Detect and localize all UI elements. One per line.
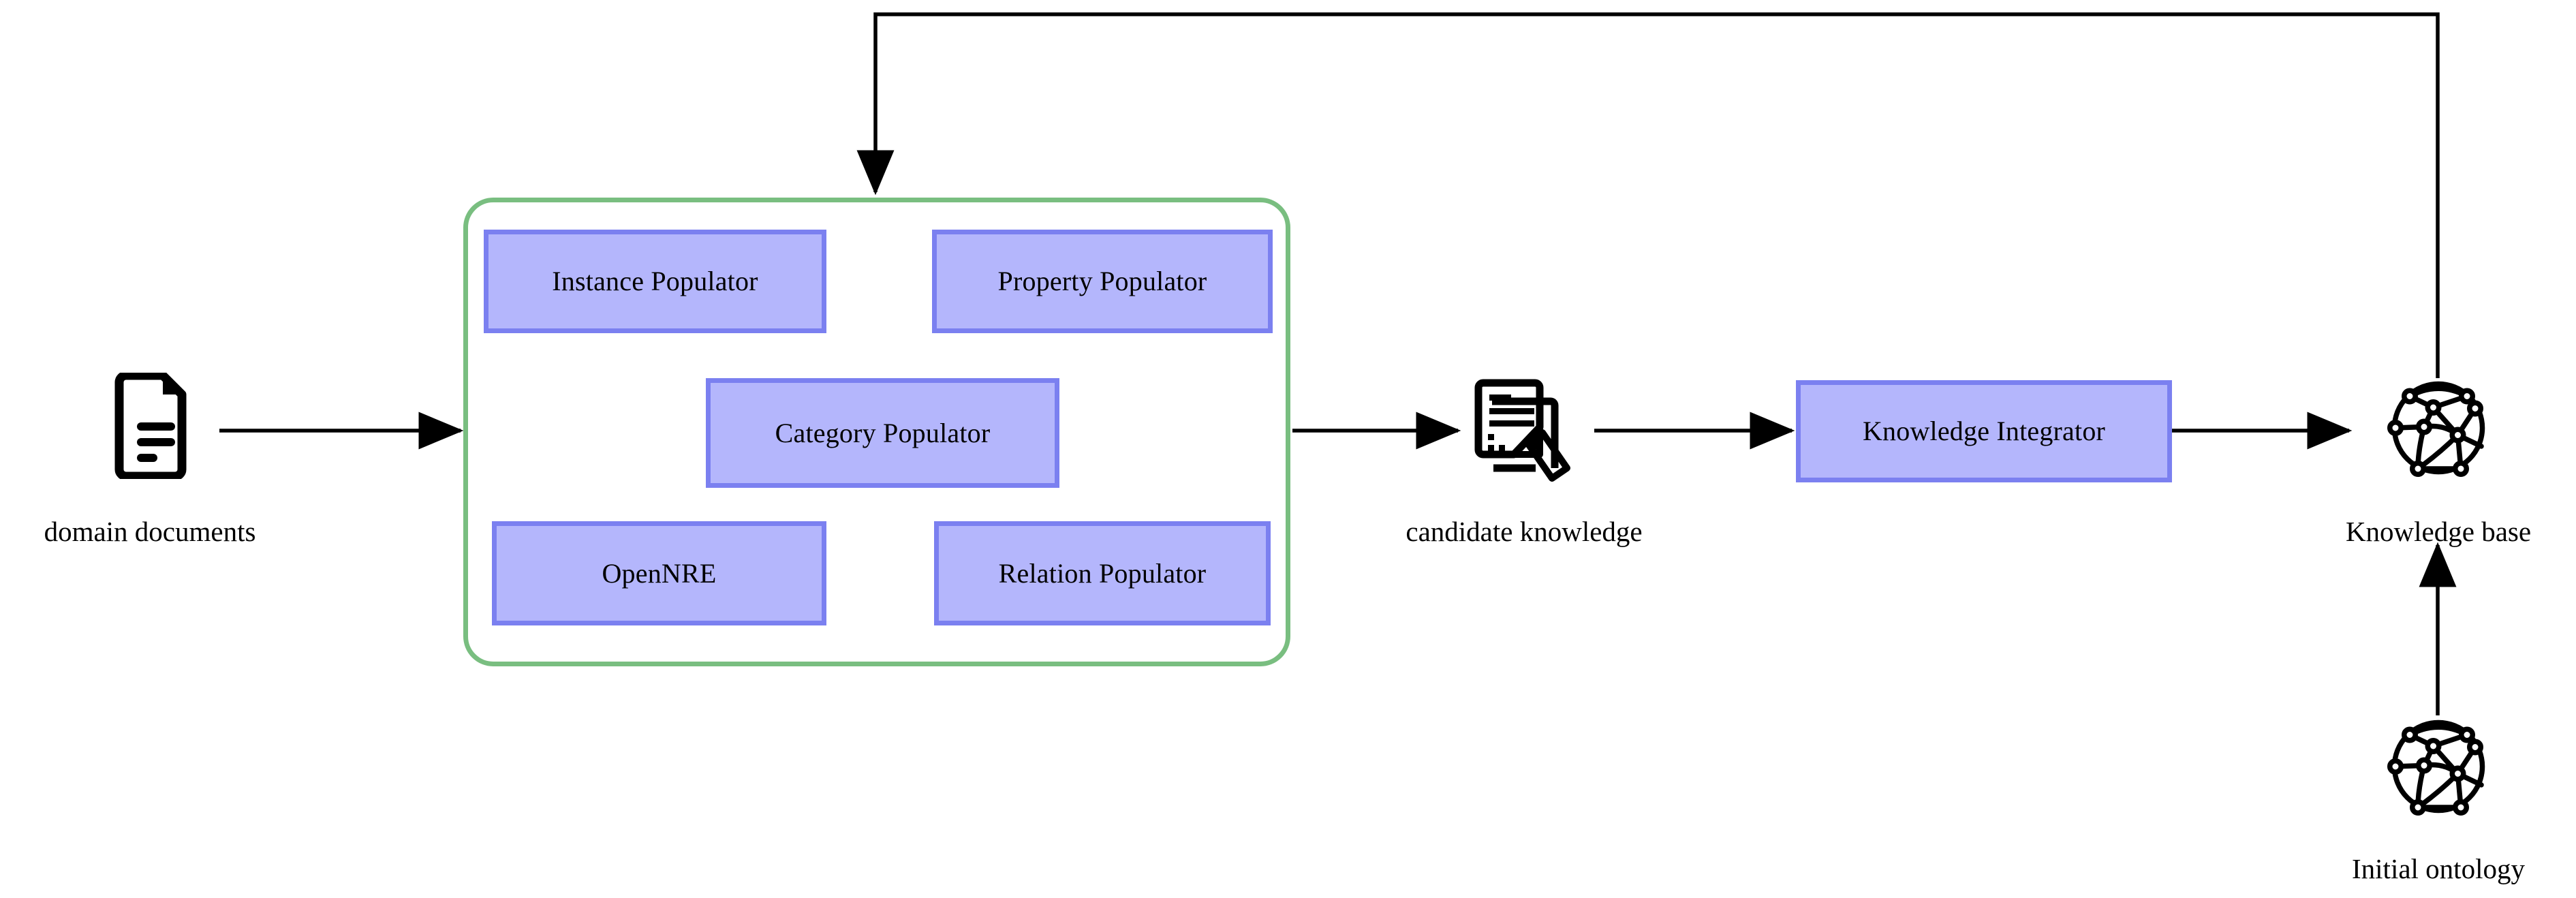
caption-knowledge-base: Knowledge base	[2345, 516, 2532, 547]
caption-domain-documents: domain documents	[44, 516, 256, 547]
node-category-populator[interactable]: Category Populator	[706, 378, 1059, 488]
node-opennre[interactable]: OpenNRE	[492, 521, 826, 625]
document-icon	[111, 373, 190, 479]
populator-group	[463, 198, 1290, 666]
caption-candidate-knowledge: candidate knowledge	[1406, 516, 1643, 547]
network-globe-icon-initial-ontology	[2387, 715, 2490, 818]
node-property-populator[interactable]: Property Populator	[932, 230, 1273, 333]
node-instance-populator[interactable]: Instance Populator	[484, 230, 826, 333]
document-edit-icon	[1466, 378, 1582, 487]
node-relation-populator[interactable]: Relation Populator	[934, 521, 1271, 625]
caption-initial-ontology: Initial ontology	[2352, 853, 2525, 884]
node-knowledge-integrator[interactable]: Knowledge Integrator	[1796, 380, 2172, 482]
network-globe-icon-knowledge-base	[2387, 377, 2490, 479]
